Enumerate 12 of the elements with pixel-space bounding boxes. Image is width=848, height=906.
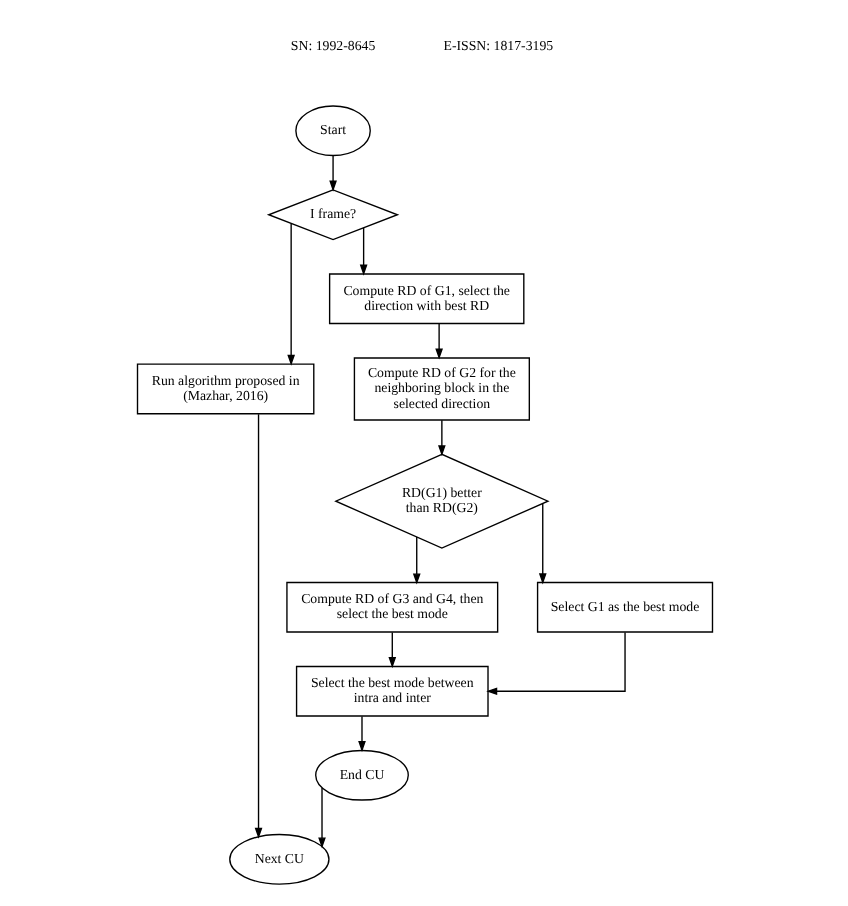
arrow <box>286 222 294 366</box>
arrow <box>437 419 445 457</box>
arrow <box>411 536 420 585</box>
arrow <box>485 631 625 696</box>
arrow <box>317 787 325 849</box>
arrow <box>537 503 546 585</box>
arrow <box>253 413 262 839</box>
arrow <box>358 227 367 276</box>
arrow <box>328 155 336 192</box>
arrow <box>357 715 365 753</box>
arrow <box>434 323 442 360</box>
arrow <box>387 631 396 669</box>
